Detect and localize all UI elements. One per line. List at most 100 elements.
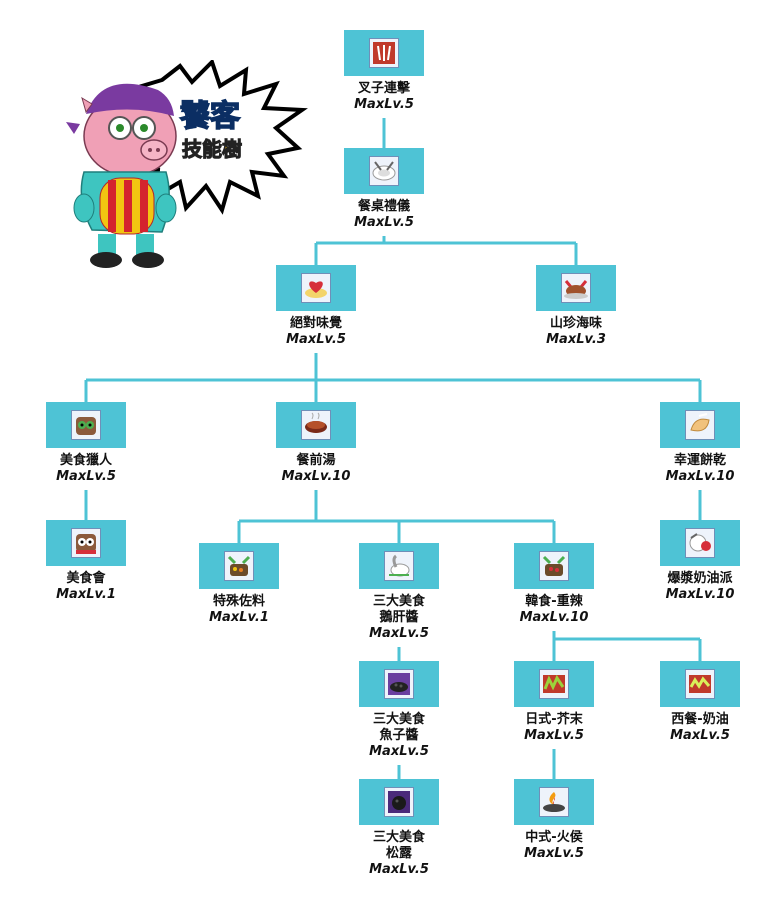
skill-name: 餐前湯: [256, 453, 376, 469]
wasabi-icon: [539, 669, 569, 699]
skill-name: 美食會: [26, 571, 146, 587]
skill-name: 絕對味覺: [256, 316, 376, 332]
skill-maxlv: MaxLv.5: [369, 626, 429, 641]
skill-tile[interactable]: [46, 402, 126, 448]
skill-name-line: 特殊佐料: [212, 594, 265, 609]
skill-name-line: 三大美食: [372, 594, 425, 609]
truffle-icon: [384, 787, 414, 817]
skill-maxlv: MaxLv.5: [670, 728, 730, 743]
banner-title-sub: 技能樹: [182, 137, 242, 161]
skill-maxlv: MaxLv.3: [546, 332, 606, 347]
skill-name-line: 松露: [385, 846, 412, 861]
skill-name: 爆漿奶油派: [640, 571, 760, 587]
mascot-banner: 饕客 技能樹: [62, 58, 312, 272]
heart-dish-icon: [301, 273, 331, 303]
skill-name-line: 三大美食: [372, 712, 425, 727]
skill-name-line: 魚子醬: [379, 728, 419, 743]
skill-tile[interactable]: [359, 543, 439, 589]
skill-name-line: 餐前湯: [296, 453, 336, 468]
dinner-plate-icon: [369, 156, 399, 186]
pig-chef-mascot-icon: 饕客 技能樹: [66, 58, 308, 268]
skill-name-line: 絕對味覺: [289, 316, 342, 331]
skill-maxlv: MaxLv.5: [369, 862, 429, 877]
skill-tile[interactable]: [344, 148, 424, 194]
skill-maxlv: MaxLv.5: [354, 97, 414, 112]
skill-name-line: 美食會: [66, 571, 106, 586]
cream-plate-icon: [685, 669, 715, 699]
soup-bowl-icon: [301, 410, 331, 440]
skill-tile[interactable]: [359, 779, 439, 825]
skill-maxlv: MaxLv.5: [524, 846, 584, 861]
caviar-icon: [384, 669, 414, 699]
skill-maxlv: MaxLv.1: [56, 587, 116, 602]
skill-name: 韓食-重辣: [494, 594, 614, 610]
skill-name-line: 爆漿奶油派: [667, 571, 733, 586]
skill-tile[interactable]: [359, 661, 439, 707]
owl-face-icon: [71, 410, 101, 440]
skill-name: 幸運餅乾: [640, 453, 760, 469]
skill-name: 餐桌禮儀: [324, 199, 444, 215]
skill-maxlv: MaxLv.5: [524, 728, 584, 743]
skill-name-line: 叉子連擊: [357, 81, 410, 96]
fork-crest-icon: [369, 38, 399, 68]
skill-tile[interactable]: [514, 779, 594, 825]
skill-name: 三大美食松露: [339, 830, 459, 862]
skill-tile[interactable]: [514, 661, 594, 707]
feast-dish-icon: [561, 273, 591, 303]
skill-name-line: 幸運餅乾: [673, 453, 726, 468]
skill-maxlv: MaxLv.5: [354, 215, 414, 230]
skill-name-line: 餐桌禮儀: [357, 199, 410, 214]
skill-name-line: 山珍海味: [549, 316, 602, 331]
skill-tile[interactable]: [514, 543, 594, 589]
wok-fire-icon: [539, 787, 569, 817]
skill-name: 美食獵人: [26, 453, 146, 469]
skill-name: 山珍海味: [516, 316, 636, 332]
skill-tile[interactable]: [276, 265, 356, 311]
skill-name: 中式-火侯: [494, 830, 614, 846]
goose-icon: [384, 551, 414, 581]
skill-tile[interactable]: [536, 265, 616, 311]
skill-tile[interactable]: [46, 520, 126, 566]
skill-name: 西餐-奶油: [640, 712, 760, 728]
skill-maxlv: MaxLv.10: [519, 610, 589, 625]
cream-pie-icon: [685, 528, 715, 558]
skill-maxlv: MaxLv.10: [665, 587, 735, 602]
seasoning-pot-icon: [224, 551, 254, 581]
banner-title-main: 饕客: [180, 99, 240, 134]
skill-maxlv: MaxLv.1: [209, 610, 269, 625]
skill-tile[interactable]: [199, 543, 279, 589]
skill-maxlv: MaxLv.5: [369, 744, 429, 759]
skill-name: 叉子連擊: [324, 81, 444, 97]
skill-name-line: 日式-芥末: [525, 712, 583, 727]
skill-tile[interactable]: [660, 520, 740, 566]
skill-name-line: 西餐-奶油: [671, 712, 729, 727]
skill-maxlv: MaxLv.5: [56, 469, 116, 484]
skill-tile[interactable]: [276, 402, 356, 448]
skill-name: 三大美食魚子醬: [339, 712, 459, 744]
skill-tile[interactable]: [660, 661, 740, 707]
skill-name-line: 美食獵人: [59, 453, 112, 468]
fortune-cookie-icon: [685, 410, 715, 440]
skill-tile[interactable]: [660, 402, 740, 448]
skill-tile[interactable]: [344, 30, 424, 76]
owl-gathering-icon: [71, 528, 101, 558]
spicy-pot-icon: [539, 551, 569, 581]
